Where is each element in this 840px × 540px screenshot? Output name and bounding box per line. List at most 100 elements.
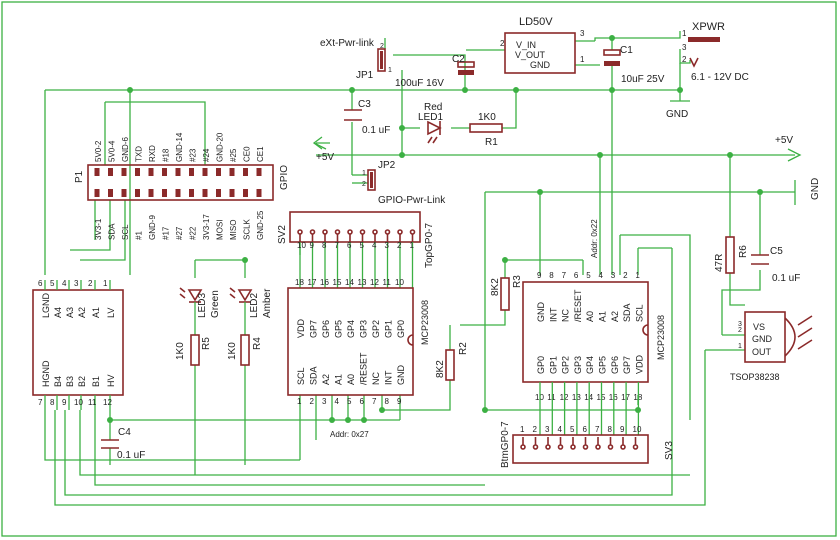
u1-num-top: 11 [383,278,392,287]
sv3-pin-head [632,444,639,450]
p1-pin-label-top: GND-20 [216,132,225,162]
p1-pin-label-top: #25 [229,148,238,162]
u1-label-bottom: INT [384,370,394,385]
p1-pin-bottom [135,189,140,197]
p1-pin-label-top: 5V0-2 [94,140,103,162]
sv3-pin-head [557,444,564,450]
u1-num-bottom: 6 [360,397,365,406]
u1-num-bottom: 4 [335,397,340,406]
u2-label-bottom: GP1 [548,356,558,374]
sv2-pin-num: 10 [297,241,306,250]
xpwr-range: 6.1 - 12V DC [691,72,749,83]
jumper-jp2: JP2 GPIO-Pwr-Link 1 2 [362,160,446,206]
c5-value: 0.1 uF [772,273,800,284]
ls-label-bottom: HV [106,374,116,387]
u2-label-bottom: GP5 [598,356,608,374]
p1-pin-label-bottom: SCL [121,224,130,240]
capacitor-c1: C1 10uF 25V [603,45,665,85]
ir-pin-out: OUT [752,347,772,357]
u1-name: MCP23008 [420,300,430,345]
u1-label-top: GP4 [346,320,356,338]
sv3-pin-head [545,444,551,450]
regulator-pin-num-gnd: 1 [580,55,585,64]
u1-label-bottom: A2 [321,374,331,385]
p1-pin-top [135,168,140,176]
ir-name: TSOP38238 [730,372,780,382]
ls-num-top: 1 [103,279,108,288]
sv2-pin-head [297,229,303,235]
ir-pin3: 3 [738,321,742,328]
p1-pin-top [256,168,262,176]
ls-label-top: A2 [77,307,87,318]
u1-num-bottom: 5 [347,397,352,406]
p1-pin-top [229,168,235,176]
u2-num-top: 9 [537,271,542,280]
p1-pin-bottom [94,189,100,197]
r2-name: R2 [458,342,469,355]
r2-value: 8K2 [435,360,446,378]
p1-name: P1 [74,170,85,183]
resistor-r3: 8K2 R3 [490,275,523,311]
u1-label-bottom: /RESET [359,352,369,385]
led2-color: Amber [262,288,273,318]
p1-pin-label-top: #23 [189,148,198,162]
sv3-pin-num: 8 [608,425,613,434]
p1-pin-bottom [189,189,194,197]
r5-name: R5 [201,337,212,350]
c2-value: 100uF 16V [395,78,444,89]
sv3-name: SV3 [664,441,675,460]
u2-num-top: 1 [635,271,640,280]
u1-num-bottom: 7 [372,397,377,406]
u2-num-top: 3 [611,271,616,280]
rail-5v-right: +5V [775,135,793,146]
c3-value: 0.1 uF [362,125,390,136]
u1-num-top: 10 [395,278,404,287]
u1-num-top: 15 [333,278,342,287]
p1-pin-label-top: #18 [162,148,171,162]
u1-num-top: 17 [308,278,317,287]
r3-value: 8K2 [490,278,501,296]
sv2-pin-head [347,229,353,235]
capacitor-c3: C3 0.1 uF [344,99,390,136]
sv3-pin-head [595,444,601,450]
sv3-pin-head [520,444,526,450]
p1-pin-label-top: #24 [202,148,211,162]
u1-label-top: GP5 [334,320,344,338]
u2-num-top: 4 [599,271,604,280]
u1-label-top: GP6 [321,320,331,338]
p1-pin-top [148,168,154,176]
r1-value: 1K0 [478,112,496,123]
ls-num-bottom: 8 [50,398,55,407]
rail-gnd-label: GND [810,178,821,200]
p1-pin-label-top: GND-14 [175,132,184,162]
xpwr-pin2: 2 [682,55,687,64]
u2-label-top: A1 [598,311,608,322]
led2-name: LED2 [249,293,260,318]
u1-addr: Addr: 0x27 [330,430,369,439]
u2-label-top: A2 [610,311,620,322]
c2-name: C2 [452,54,465,65]
u2-num-top: 6 [574,271,579,280]
u1-label-top: GP3 [359,320,369,338]
u2-label-top: INT [548,307,558,322]
p1-pin-label-top: CE1 [256,146,265,162]
p1-pin-bottom [148,189,154,197]
regulator-pin-num-vin: 2 [500,39,505,48]
p1-pin-bottom [256,189,262,197]
ls-num-top: 6 [38,279,43,288]
regulator-pin-vout: V_OUT [515,50,546,60]
ls-label-top: LV [106,308,116,318]
sv2-pin-head [409,229,416,235]
p1-pin-top [94,168,100,176]
u1-num-bottom: 9 [397,397,402,406]
p1-pin-label-top: CE0 [243,146,252,162]
sv3-pin-head [607,444,614,450]
jp1-name: JP1 [356,70,374,81]
